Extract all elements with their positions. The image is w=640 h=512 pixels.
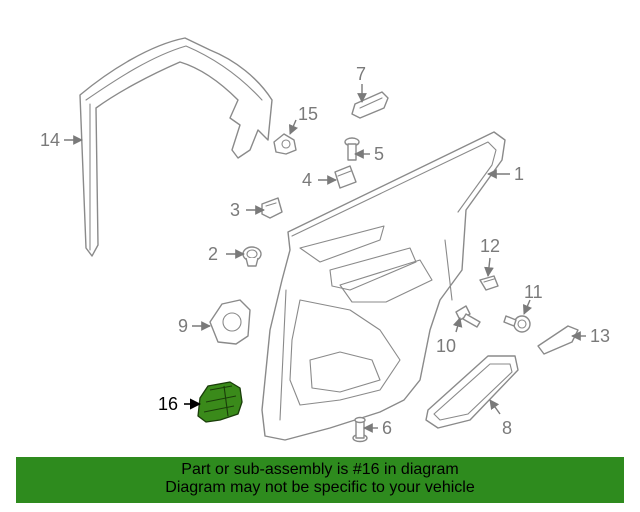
- leader-lines: [64, 84, 586, 433]
- part-16-window-switch[interactable]: [197, 381, 243, 423]
- part-3-bracket: [261, 197, 283, 219]
- part-7-handle-cover: [351, 91, 389, 119]
- callout-1: 1: [514, 164, 524, 184]
- part-12-cap: [479, 275, 499, 291]
- callout-13: 13: [590, 326, 610, 346]
- callout-3: 3: [230, 200, 240, 220]
- callout-16[interactable]: 16: [158, 394, 178, 414]
- part-14-weatherstrip: [79, 37, 273, 257]
- callout-4: 4: [302, 170, 312, 190]
- callout-6: 6: [382, 418, 392, 438]
- part-6-screw: [352, 416, 368, 443]
- banner-line-1: Part or sub-assembly is #16 in diagram: [181, 461, 459, 478]
- callout-15: 15: [298, 104, 318, 124]
- callout-11: 11: [524, 282, 543, 302]
- banner-line-2: Diagram may not be specific to your vehi…: [165, 479, 475, 496]
- callout-14: 14: [40, 130, 60, 150]
- callout-5: 5: [374, 144, 384, 164]
- part-2-clip: [242, 246, 262, 267]
- part-11-nut: [503, 315, 531, 333]
- callout-labels: 1 2 3 4 5 6 7 8 9 10 11 12 13 14 15 16: [40, 64, 610, 438]
- callout-9: 9: [178, 316, 188, 336]
- part-10-bolt: [455, 305, 481, 328]
- part-8-sill-trim: [425, 355, 519, 429]
- part-4-clip: [334, 165, 357, 189]
- part-15-clip: [273, 133, 297, 155]
- parts-diagram: 1 2 3 4 5 6 7 8 9 10 11 12 13 14 15 16: [40, 37, 610, 443]
- part-1-door-trim-panel: [261, 131, 506, 441]
- callout-2: 2: [208, 244, 218, 264]
- part-13-trim-plate: [537, 325, 579, 355]
- callout-10: 10: [436, 336, 456, 356]
- callout-7: 7: [356, 64, 366, 84]
- part-9-bracket: [209, 299, 251, 345]
- part-5-screw: [344, 137, 360, 161]
- callout-12: 12: [480, 236, 500, 256]
- info-banner: Part or sub-assembly is #16 in diagram D…: [16, 457, 624, 503]
- callout-8: 8: [502, 418, 512, 438]
